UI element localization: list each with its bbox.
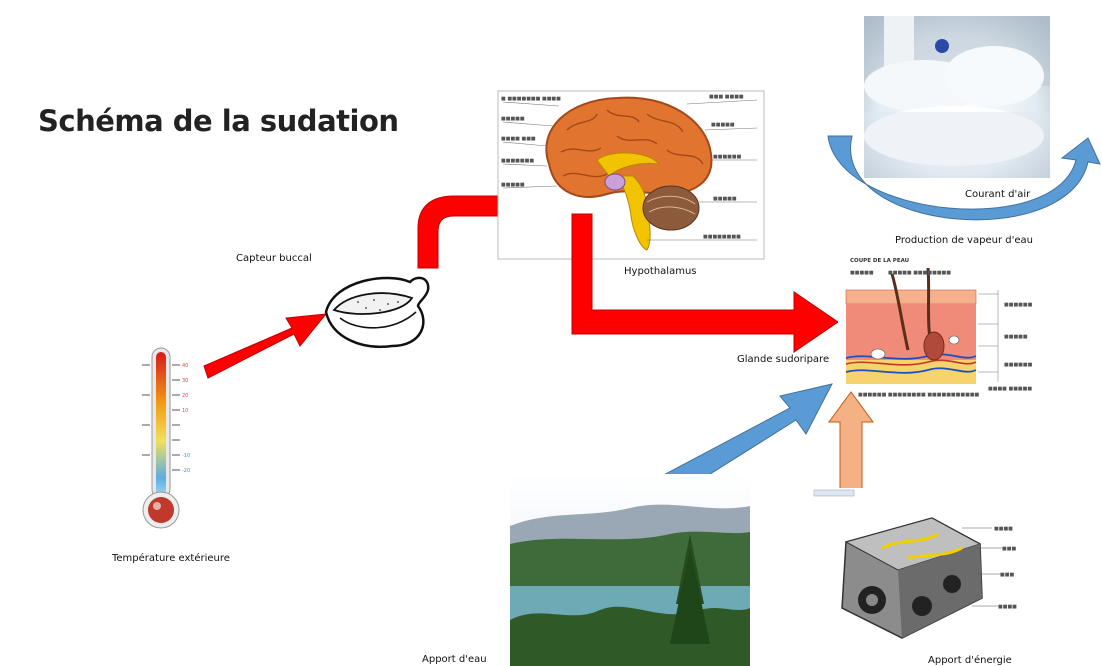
- svg-text:-10: -10: [182, 453, 190, 459]
- svg-text:■■■■■: ■■■■■: [501, 182, 525, 188]
- svg-text:■■■: ■■■: [1002, 546, 1016, 552]
- svg-text:-20: -20: [182, 468, 190, 474]
- lake-photo: [510, 474, 750, 666]
- svg-text:■■■■■: ■■■■■: [713, 196, 737, 202]
- svg-text:■■■: ■■■: [1000, 572, 1014, 578]
- svg-text:10: 10: [182, 408, 188, 414]
- mouth-sensor-label: Capteur buccal: [236, 253, 312, 264]
- svg-text:■■■■■■■■: ■■■■■■■■: [703, 234, 741, 240]
- svg-text:■■■■■: ■■■■■: [850, 270, 874, 276]
- diagram-title: Schéma de la sudation: [38, 104, 399, 138]
- svg-text:■■■■ ■■■■■■: ■■■■ ■■■■■■: [988, 386, 1032, 392]
- energy-supply-label: Apport d'énergie: [928, 655, 1012, 666]
- engine-photo: ■■■■■■■■■■■■■■: [812, 488, 1022, 656]
- sweat-gland-label: Glande sudoripare: [735, 354, 832, 365]
- svg-text:■■■■: ■■■■: [998, 604, 1017, 610]
- svg-text:■■■■■■ ■■■■■■■■ ■■■■■■■■■■■: ■■■■■■ ■■■■■■■■ ■■■■■■■■■■■: [858, 392, 980, 398]
- svg-text:■■■■■ ■■■■■■■■: ■■■■■ ■■■■■■■■: [888, 270, 951, 276]
- svg-text:■■■ ■■■■: ■■■ ■■■■: [709, 94, 744, 100]
- air-current-label: Courant d'air: [965, 189, 1031, 200]
- svg-text:■■■■■■■: ■■■■■■■: [501, 158, 534, 164]
- svg-text:■ ■■■■■■■ ■■■■: ■ ■■■■■■■ ■■■■: [501, 96, 561, 102]
- svg-text:■■■■■■■: ■■■■■■■: [1004, 362, 1032, 368]
- svg-text:■■■■: ■■■■: [994, 526, 1013, 532]
- air-current-arrow: [827, 135, 1101, 221]
- water-supply-label: Apport d'eau: [422, 654, 487, 665]
- svg-text:40: 40: [182, 363, 188, 369]
- svg-text:■■■■■: ■■■■■: [1004, 334, 1028, 340]
- skin-figure-heading: COUPE DE LA PEAU: [850, 258, 909, 264]
- svg-text:■■■■■■■: ■■■■■■■: [1004, 302, 1032, 308]
- svg-text:■■■■ ■■■: ■■■■ ■■■: [501, 136, 536, 142]
- hypothalamus-label: Hypothalamus: [624, 266, 697, 277]
- svg-text:■■■■■■: ■■■■■■: [713, 154, 742, 160]
- svg-text:20: 20: [182, 393, 188, 399]
- svg-text:30: 30: [182, 378, 188, 384]
- vapor-production-label: Production de vapeur d'eau: [895, 235, 1033, 246]
- skin-cross-section-image: COUPE DE LA PEAU ■■■■■ ■■■■■ ■■■■■■■■ ■■■…: [838, 254, 1032, 406]
- arrow-temperature-to-mouth: [203, 313, 328, 379]
- vapor-photo: [864, 16, 1050, 178]
- hypothalamus-brain-image: ■ ■■■■■■■ ■■■■ ■■■■■ ■■■■ ■■■ ■■■■■■■ ■■■■…: [497, 90, 765, 260]
- mouth-sensor-image: [324, 276, 430, 348]
- thermometer-image: 40 30 20 10 -10 -20: [142, 347, 190, 529]
- svg-text:■■■■■: ■■■■■: [711, 122, 735, 128]
- temperature-label: Température extérieure: [112, 553, 230, 564]
- svg-text:■■■■■: ■■■■■: [501, 116, 525, 122]
- arrow-energy-to-sweat-gland: [828, 391, 874, 493]
- arrow-hypothalamus-to-sweat-gland: [571, 213, 839, 353]
